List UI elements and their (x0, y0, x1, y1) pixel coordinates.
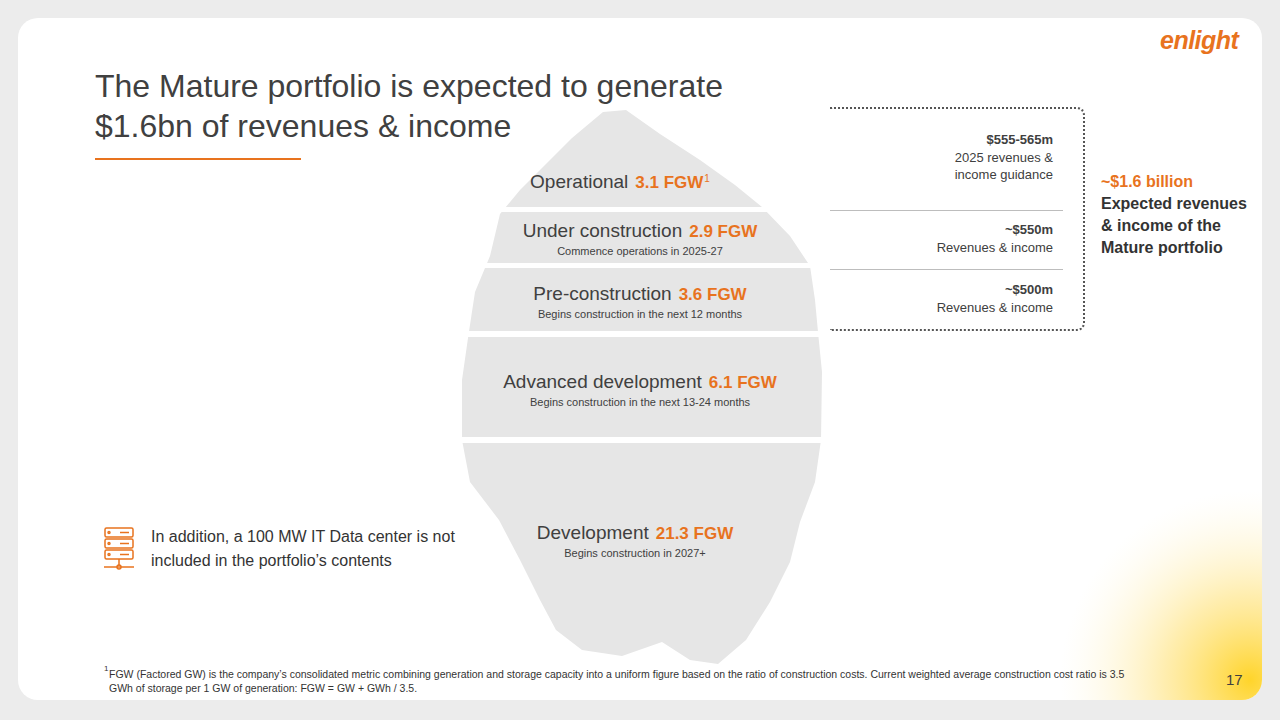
stage-name: Development (537, 522, 649, 543)
stage-timing: Begins construction in 2027+ (470, 547, 800, 559)
iceberg-band: Under construction 2.9 FGW Commence operat… (480, 220, 800, 257)
capacity-value: 6.1 FGW (709, 373, 777, 392)
row-separator (830, 210, 1063, 211)
stage-name: Advanced development (503, 371, 702, 392)
band-divider (450, 331, 835, 337)
band-heading-line: Pre-construction 3.6 FGW (470, 283, 810, 305)
row-separator (830, 269, 1063, 270)
revenue-amount: ~$500m (850, 281, 1053, 299)
stage-name: Under construction (523, 220, 682, 241)
band-divider (450, 207, 835, 212)
capacity-value: 2.9 FGW (689, 222, 757, 241)
revenue-item: $555-565m2025 revenues & income guidance (850, 131, 1053, 184)
revenue-amount: ~$550m (850, 221, 1053, 239)
band-heading-line: Operational 3.1 FGW1 (470, 171, 770, 193)
server-icon (104, 528, 134, 569)
capacity-value: 3.6 FGW (679, 285, 747, 304)
iceberg-band: Operational 3.1 FGW1 (470, 171, 770, 193)
footnote-marker: 1 (704, 173, 710, 184)
stage-timing: Begins construction in the next 12 month… (470, 308, 810, 320)
revenue-amount: $555-565m (850, 131, 1053, 149)
title-underline (95, 158, 301, 160)
revenue-description: Revenues & income (850, 239, 1053, 257)
band-divider (450, 263, 835, 268)
iceberg-band: Pre-construction 3.6 FGW Begins constructi… (470, 283, 810, 320)
page-number: 17 (1226, 671, 1250, 688)
revenue-item: ~$500mRevenues & income (850, 281, 1053, 316)
band-heading-line: Under construction 2.9 FGW (480, 220, 800, 242)
iceberg-band: Development 21.3 FGW Begins construction i… (470, 522, 800, 559)
slide-card (18, 18, 1262, 700)
stage-timing: Commence operations in 2025-27 (480, 245, 800, 257)
slide-title: The Mature portfolio is expected to gene… (95, 66, 815, 146)
data-center-note: In addition, a 100 MW IT Data center is … (151, 525, 471, 573)
band-heading-line: Advanced development 6.1 FGW (470, 371, 810, 393)
band-divider (450, 437, 835, 443)
iceberg (462, 110, 822, 664)
revenue-description: 2025 revenues & income guidance (920, 149, 1053, 184)
total-description: Expected revenues & income of the Mature… (1101, 193, 1261, 259)
company-logo: enlight (1160, 26, 1260, 55)
revenue-frame: ~$1.6 billionExpected revenues & income … (830, 107, 1085, 331)
total-value: ~$1.6 billion (1101, 171, 1261, 193)
revenue-item: ~$550mRevenues & income (850, 221, 1053, 256)
iceberg-band: Advanced development 6.1 FGW Begins constr… (470, 371, 810, 408)
total-callout: ~$1.6 billionExpected revenues & income … (1101, 171, 1261, 259)
stage-name: Pre-construction (533, 283, 671, 304)
capacity-value: 3.1 FGW (635, 173, 703, 192)
stage-name: Operational (530, 171, 628, 192)
capacity-value: 21.3 FGW (656, 524, 733, 543)
revenue-description: Revenues & income (850, 299, 1053, 317)
band-heading-line: Development 21.3 FGW (470, 522, 800, 544)
footnote-text: FGW (Factored GW) is the company’s conso… (109, 667, 1149, 695)
stage-timing: Begins construction in the next 13-24 mo… (470, 396, 810, 408)
